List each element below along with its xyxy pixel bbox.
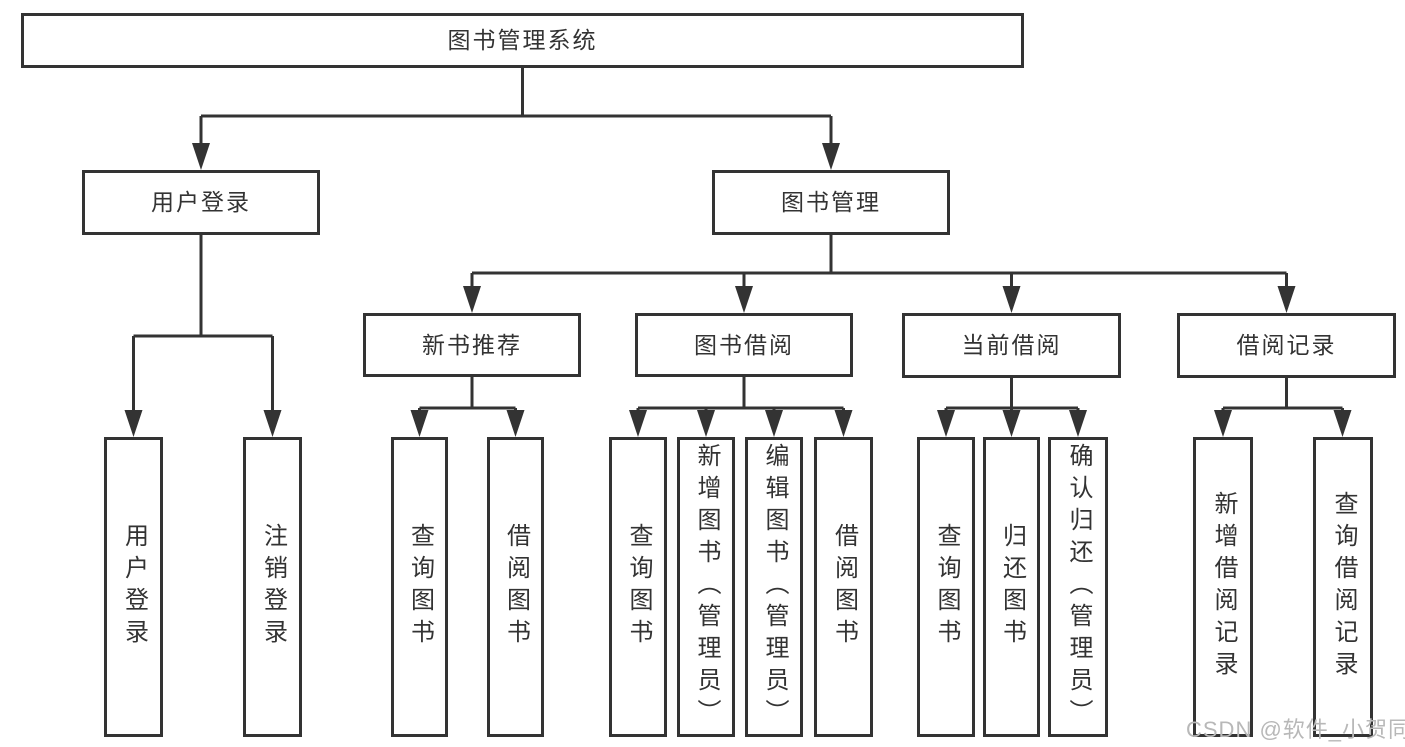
node-root: 图书管理系统	[21, 13, 1024, 68]
node-leaf-user-login: 用户登录	[104, 437, 163, 737]
node-new-book-recommend-label: 新书推荐	[422, 331, 522, 358]
node-leaf-add-borrow-record-label: 新增借阅记录	[1210, 491, 1237, 683]
node-leaf-logout: 注销登录	[243, 437, 302, 737]
node-leaf-add-books-admin: 新增图书（管理员）	[677, 437, 735, 737]
node-leaf-query-books-1-label: 查询图书	[406, 523, 434, 651]
node-leaf-query-books-2: 查询图书	[609, 437, 667, 737]
node-leaf-add-borrow-record: 新增借阅记录	[1193, 437, 1253, 737]
node-leaf-query-books-3-label: 查询图书	[933, 523, 960, 651]
node-leaf-borrow-books-1: 借阅图书	[487, 437, 544, 737]
node-leaf-user-login-label: 用户登录	[120, 523, 148, 651]
node-leaf-borrow-books-2-label: 借阅图书	[830, 523, 858, 651]
node-leaf-add-books-admin-label: 新增图书（管理员）	[693, 443, 720, 731]
node-leaf-edit-books-admin-label: 编辑图书（管理员）	[761, 443, 788, 731]
node-book-management: 图书管理	[712, 170, 950, 235]
node-leaf-query-books-3: 查询图书	[917, 437, 975, 737]
node-borrow-records-label: 借阅记录	[1236, 332, 1337, 358]
node-leaf-return-books-label: 归还图书	[998, 523, 1026, 651]
node-new-book-recommend: 新书推荐	[363, 313, 581, 377]
node-book-borrowing: 图书借阅	[635, 313, 853, 377]
node-user-login: 用户登录	[82, 170, 320, 235]
node-leaf-borrow-books-2: 借阅图书	[814, 437, 873, 737]
node-book-management-label: 图书管理	[781, 189, 881, 215]
node-current-borrowing: 当前借阅	[902, 313, 1121, 378]
node-leaf-edit-books-admin: 编辑图书（管理员）	[745, 437, 803, 737]
node-leaf-query-borrow-record-label: 查询借阅记录	[1330, 491, 1357, 683]
node-borrow-records: 借阅记录	[1177, 313, 1396, 378]
node-user-login-label: 用户登录	[151, 189, 251, 215]
node-leaf-logout-label: 注销登录	[259, 523, 287, 651]
node-leaf-return-books: 归还图书	[983, 437, 1040, 737]
node-leaf-query-borrow-record: 查询借阅记录	[1313, 437, 1373, 737]
node-leaf-query-books-2-label: 查询图书	[625, 523, 652, 651]
csdn-watermark: CSDN @软件_小贺同学	[1186, 717, 1405, 742]
node-root-label: 图书管理系统	[447, 27, 598, 53]
node-leaf-borrow-books-1-label: 借阅图书	[502, 523, 530, 651]
node-leaf-confirm-return-admin: 确认归还（管理员）	[1048, 437, 1108, 737]
node-leaf-query-books-1: 查询图书	[391, 437, 448, 737]
arrowheads	[124, 143, 1352, 437]
node-current-borrowing-label: 当前借阅	[961, 332, 1062, 358]
node-book-borrowing-label: 图书借阅	[694, 331, 794, 358]
node-leaf-confirm-return-admin-label: 确认归还（管理员）	[1065, 443, 1092, 731]
